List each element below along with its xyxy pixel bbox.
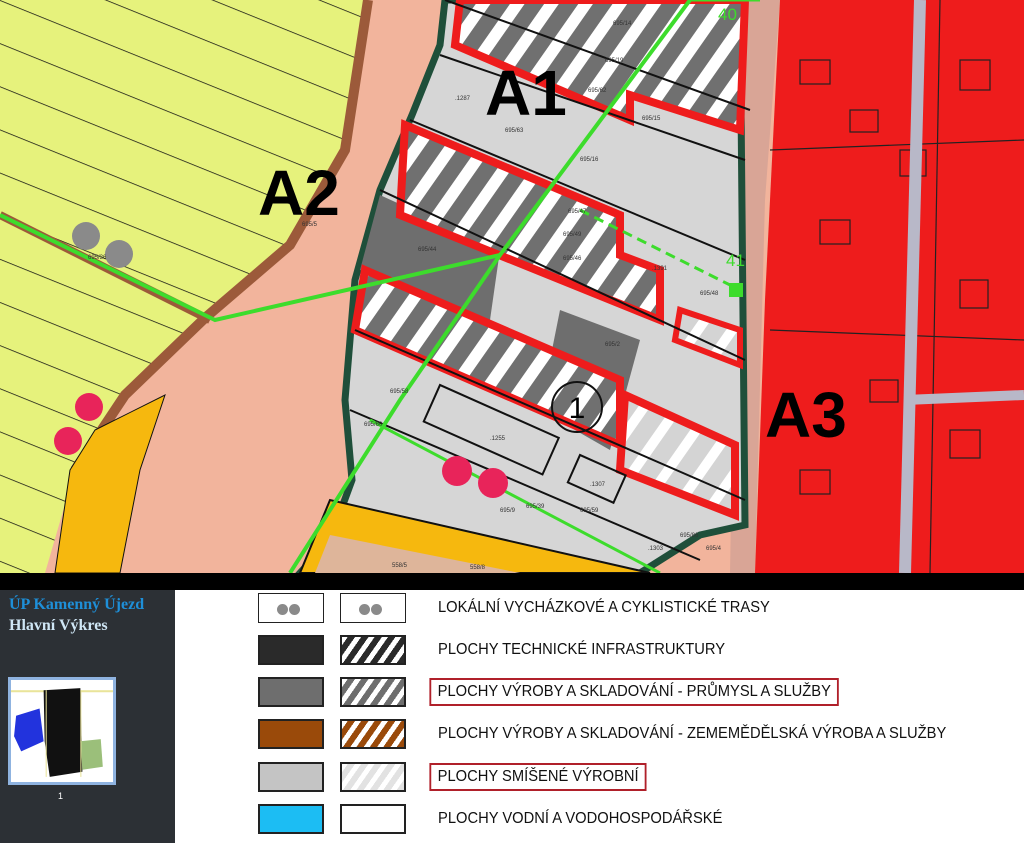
parcel-number: 695/2 [605,342,621,348]
parcel-number: 695/63 [505,128,524,134]
legend-swatch [340,593,406,623]
parcel-number: .1307 [590,482,606,488]
zone-label-a3: A3 [765,379,847,451]
parcel-number: 695/59 [580,508,599,514]
legend-swatch [258,593,324,623]
parcel-number: .1391 [652,266,668,272]
legend-item: PLOCHY VODNÍ A VODOHOSPODÁŘSKÉ [175,804,1024,838]
legend-panel: LOKÁLNÍ VYCHÁZKOVÉ A CYKLISTICKÉ TRASY P… [175,590,1024,843]
field-area [0,0,368,573]
page-number: 1 [58,791,64,801]
page-thumbnail[interactable] [8,677,116,785]
legend-swatch [258,719,324,749]
area-marker-label: 1 [569,392,586,425]
zoning-map[interactable]: 1 A1 A2 A3 40 41 695/14 695/19 695/62 69… [0,0,1024,573]
legend-item: PLOCHY TECHNICKÉ INFRASTRUKTURY [175,635,1024,669]
hatched-parcel [671,306,743,370]
parcel-number: .1255 [490,436,506,442]
legend-swatch-hatched [340,719,406,749]
legend-swatch [258,677,324,707]
parcel-number: 558/8 [470,565,486,571]
document-subtitle: Hlavní Výkres [9,617,108,634]
route-dots-icon [359,602,383,620]
document-title: ÚP Kamenný Újezd [9,596,145,613]
route-number: 41 [726,251,745,270]
legend-label-highlighted: PLOCHY VÝROBY A SKLADOVÁNÍ - PRŮMYSL A S… [429,678,840,706]
legend-swatch [340,804,406,834]
legend-swatch-hatched [340,677,406,707]
parcel-number: 695/60 [364,422,383,428]
legend-item: PLOCHY VÝROBY A SKLADOVÁNÍ - ZEMEMĚDĚLSK… [175,719,1024,753]
route-dots-icon [277,602,301,620]
legend-label: PLOCHY TECHNICKÉ INFRASTRUKTURY [438,641,726,658]
zone-label-a2: A2 [258,157,340,229]
parcel-number: 695/39 [526,504,545,510]
parcel-number: 695/16 [580,157,599,163]
hatched-parcel [615,388,739,521]
legend-label: PLOCHY VODNÍ A VODOHOSPODÁŘSKÉ [438,810,723,827]
parcel-number: 695/5 [302,222,318,228]
parcel-number: 695/36 [88,255,107,261]
legend-swatch-hatched [340,762,406,792]
legend-swatch-hatched [340,635,406,665]
cycle-route [0,0,692,323]
thumbnail-map-icon [11,680,113,782]
parcel-number: 695/46 [563,256,582,262]
parcel-number: 695/14 [613,21,632,27]
cycle-route [288,253,502,573]
hatched-parcel [450,0,750,136]
parcel-number: 695/48 [700,291,719,297]
hatched-parcel [395,119,664,326]
parcel-number: .1303 [648,546,664,552]
parcel-number: 695/86 [680,533,699,539]
toolbar-strip [0,573,1024,590]
legend-swatch [258,762,324,792]
legend-item: PLOCHY VÝROBY A SKLADOVÁNÍ - PRŮMYSL A S… [175,677,1024,711]
parcel-number: 695/4 [706,546,722,552]
zone-label-a1: A1 [485,57,567,129]
residential-area [755,0,1024,573]
sidebar: ÚP Kamenný Újezd Hlavní Výkres 1 [0,590,175,843]
legend-label: LOKÁLNÍ VYCHÁZKOVÉ A CYKLISTICKÉ TRASY [438,599,770,616]
legend-swatch [258,635,324,665]
parcel-number: 695/47 [568,209,587,215]
parcel-number: 558/5 [392,563,408,569]
legend-item: PLOCHY SMÍŠENÉ VÝROBNÍ [175,762,1024,796]
parcel-number: 695/58 [390,389,409,395]
parcel-number: 695/19 [605,58,624,64]
parcel-number: 695/62 [588,88,607,94]
area-marker [551,381,603,433]
legend-label-highlighted: PLOCHY SMÍŠENÉ VÝROBNÍ [429,763,647,791]
parcel-number: 695/49 [563,232,582,238]
parcel-number: .1287 [455,96,471,102]
parcel-number: 695/9 [500,508,516,514]
legend-swatch [258,804,324,834]
route-number: 40 [718,5,737,24]
legend-label: PLOCHY VÝROBY A SKLADOVÁNÍ - ZEMEMĚDĚLSK… [438,725,947,742]
parcel-number: 695/15 [642,116,661,122]
parcel-number: 695/44 [418,247,437,253]
orange-area [54,394,166,573]
legend-item: LOKÁLNÍ VYCHÁZKOVÉ A CYKLISTICKÉ TRASY [175,593,1024,627]
